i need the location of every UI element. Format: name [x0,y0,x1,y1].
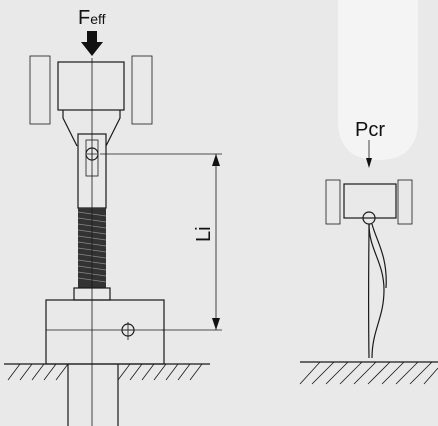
length-label: Li [193,226,215,242]
lower-shaft [67,364,119,426]
right-wall-right-hatch [397,179,413,225]
force-arrow-icon [81,31,103,56]
right-assembly: Pcr [299,119,438,385]
clamp-fork [62,110,121,147]
buckled-column [368,223,385,359]
top-block [343,183,397,219]
left-wall-hatch [29,55,51,125]
force-label: Feff [78,7,106,29]
load-block [57,61,125,111]
left-assembly: Feff [4,7,222,426]
load-arrow-icon [366,158,372,168]
background-watermark [338,0,418,160]
base-block [45,299,165,365]
right-wall-left-hatch [325,179,341,225]
right-wall-hatch [131,55,153,125]
critical-load-label: Pcr [355,119,385,141]
